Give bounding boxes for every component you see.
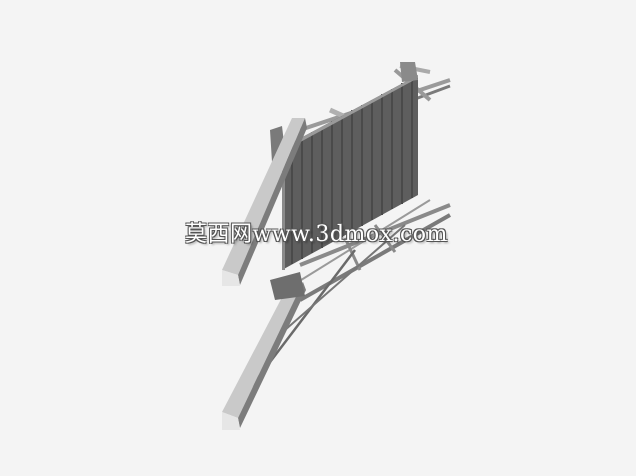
- site-watermark: 莫西网www.3dmox.com: [185, 222, 448, 247]
- billboard-panel: [270, 62, 418, 270]
- upper-post: [222, 118, 307, 286]
- lower-post: [222, 272, 306, 430]
